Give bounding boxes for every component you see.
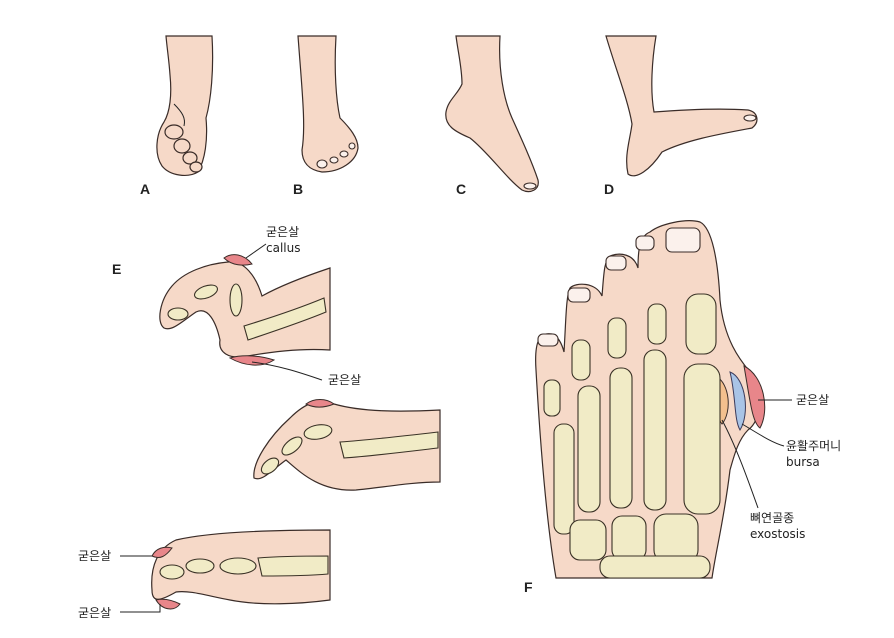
panel-label-e: E [112, 261, 121, 277]
callus-lower-bottom-label-ko: 굳은살 [78, 606, 111, 620]
panel-c-foot-equinus [445, 35, 539, 193]
panel-label-c: C [456, 181, 466, 197]
exostosis-label-ko: 뼈연골종 [750, 511, 794, 525]
bursa-label-ko: 윤활주머니 [786, 439, 841, 453]
exostosis-label-en: exostosis [750, 527, 805, 541]
panel-e-hammer-toe [159, 254, 331, 366]
callus-mid-label-ko: 굳은살 [328, 373, 361, 387]
callus-label-en: callus [266, 241, 300, 255]
bursa-label-en: bursa [786, 455, 820, 469]
panel-e-claw-toe [253, 399, 441, 491]
panel-label-f: F [524, 579, 533, 595]
big-toe-nail [665, 227, 701, 253]
panel-d-foot-calcaneus [605, 35, 758, 177]
callus-lower-top-label-ko: 굳은살 [78, 549, 111, 563]
panel-label-a: A [140, 181, 150, 197]
callus-label-ko: 굳은살 [266, 225, 299, 239]
panel-a-foot-varus [156, 35, 214, 176]
panel-e-mallet-toe [151, 529, 331, 610]
panel-label-b: B [293, 181, 303, 197]
panel-f-hallux-valgus [535, 220, 766, 579]
panel-label-d: D [604, 181, 614, 197]
panel-b-foot-valgus [297, 35, 359, 173]
f-callus-label-ko: 굳은살 [796, 393, 829, 407]
